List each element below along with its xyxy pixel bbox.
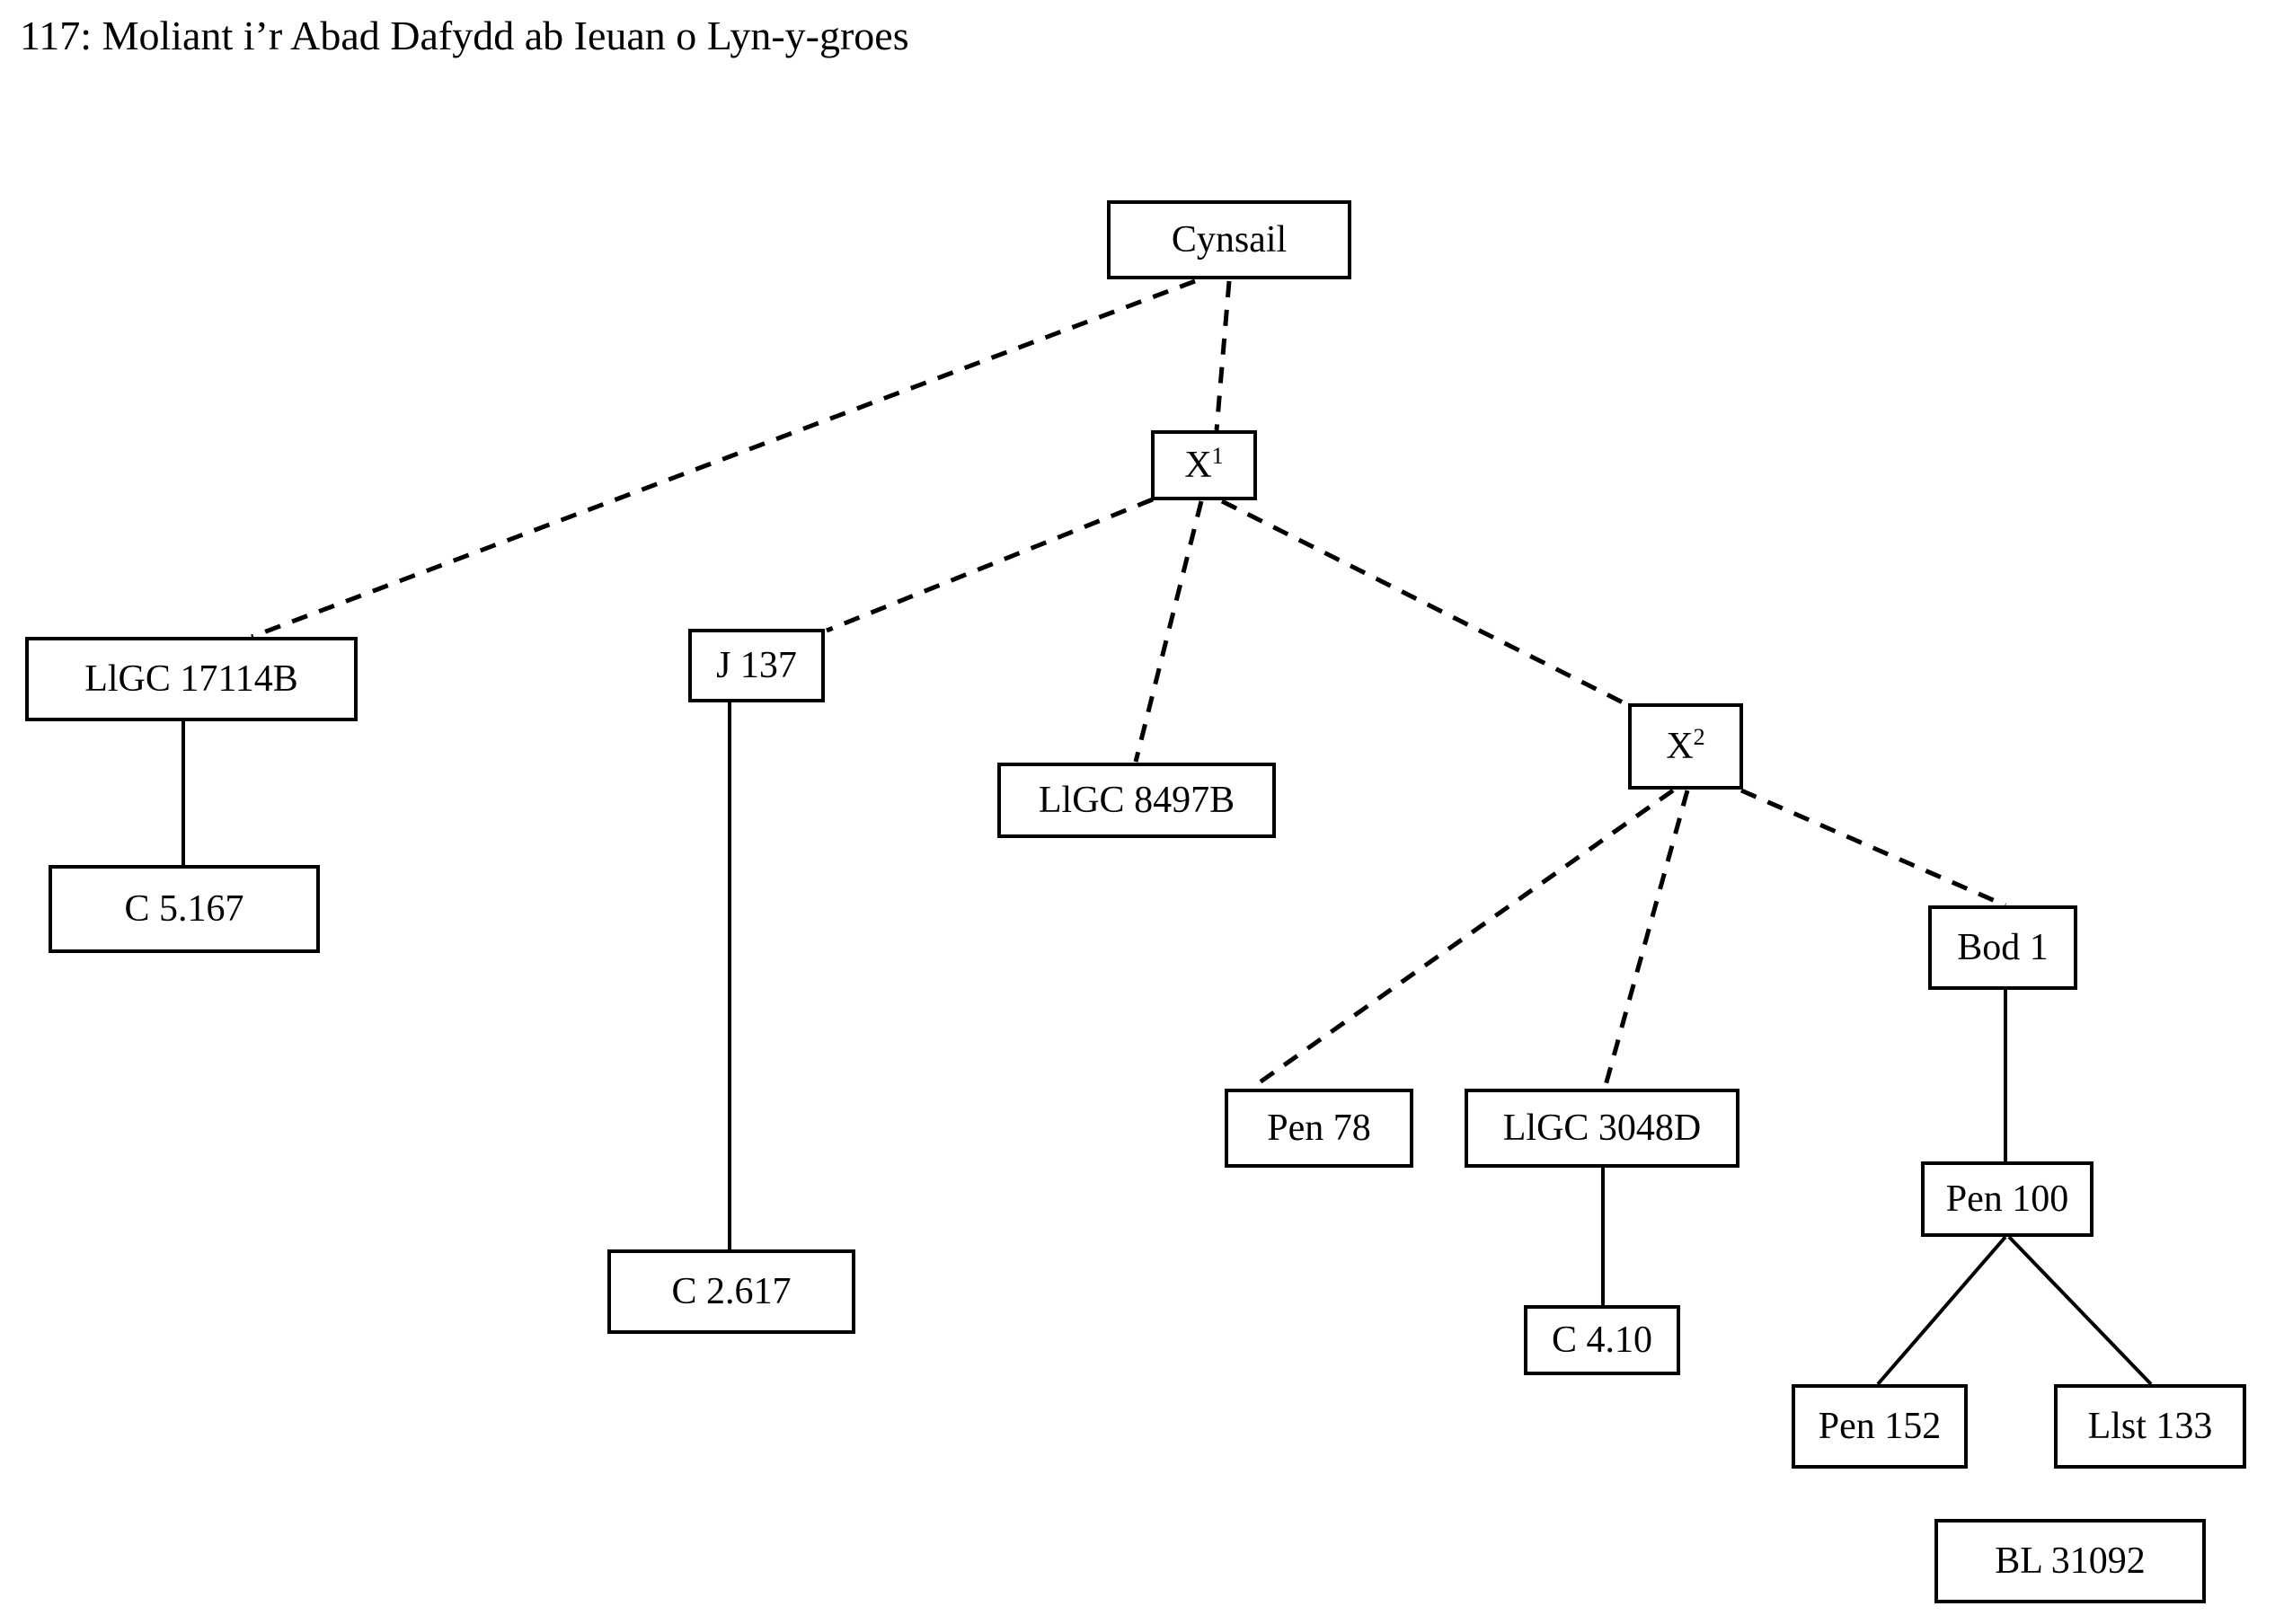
page-title: 117: Moliant i’r Abad Dafydd ab Ieuan o … (20, 13, 909, 58)
edge-x2-to-pen78 (1249, 788, 1675, 1091)
node-label-superscript-x1: 1 (1211, 443, 1224, 469)
node-bl31092[interactable]: BL 31092 (1934, 1519, 2206, 1603)
edge-x1-to-j137 (826, 497, 1154, 633)
node-pen100[interactable]: Pen 100 (1921, 1161, 2094, 1237)
node-label-c410: C 4.10 (1551, 1320, 1652, 1361)
node-label-j137: J 137 (716, 645, 797, 686)
edge-x1-to-x2 (1220, 499, 1630, 708)
node-llgc3048d[interactable]: LlGC 3048D (1465, 1089, 1739, 1168)
node-llst133[interactable]: Llst 133 (2054, 1384, 2246, 1469)
node-x1[interactable]: X1 (1151, 430, 1257, 500)
node-label-superscript-x2: 2 (1693, 724, 1705, 750)
edge-cynsail-to-llgc17114b (251, 278, 1196, 640)
node-llgc8497b[interactable]: LlGC 8497B (997, 763, 1276, 838)
node-bod1[interactable]: Bod 1 (1928, 905, 2077, 990)
node-label-llgc8497b: LlGC 8497B (1038, 780, 1235, 821)
node-label-x2: X2 (1666, 724, 1705, 767)
node-c410[interactable]: C 4.10 (1524, 1305, 1680, 1375)
node-label-llgc17114b: LlGC 17114B (84, 658, 298, 700)
node-label-pen100: Pen 100 (1945, 1178, 2069, 1220)
node-label-cynsail: Cynsail (1171, 219, 1288, 260)
node-label-c2617: C 2.617 (671, 1271, 792, 1312)
node-label-llst133: Llst 133 (2087, 1406, 2213, 1447)
node-pen152[interactable]: Pen 152 (1792, 1384, 1968, 1469)
edge-x1-to-llgc8497b (1133, 500, 1204, 763)
node-label-c5167: C 5.167 (124, 888, 244, 930)
edge-x2-to-llgc3048d (1602, 790, 1690, 1090)
node-label-x1: X1 (1184, 443, 1224, 486)
node-j137[interactable]: J 137 (688, 629, 825, 702)
node-c2617[interactable]: C 2.617 (607, 1249, 855, 1334)
edge-cynsail-to-x1 (1214, 280, 1232, 431)
edge-pen100-to-llst133 (2007, 1235, 2153, 1386)
node-pen78[interactable]: Pen 78 (1225, 1089, 1413, 1168)
node-label-bod1: Bod 1 (1957, 927, 2049, 968)
node-llgc17114b[interactable]: LlGC 17114B (25, 637, 358, 721)
edge-x2-to-bod1 (1740, 788, 2006, 908)
node-label-llgc3048d: LlGC 3048D (1502, 1108, 1702, 1149)
edge-pen100-to-pen152 (1876, 1235, 2007, 1386)
node-c5167[interactable]: C 5.167 (49, 865, 320, 953)
node-label-pen152: Pen 152 (1818, 1406, 1942, 1447)
node-label-pen78: Pen 78 (1267, 1108, 1371, 1149)
node-cynsail[interactable]: Cynsail (1107, 200, 1351, 279)
node-x2[interactable]: X2 (1628, 703, 1743, 790)
node-label-bl31092: BL 31092 (1995, 1540, 2146, 1582)
